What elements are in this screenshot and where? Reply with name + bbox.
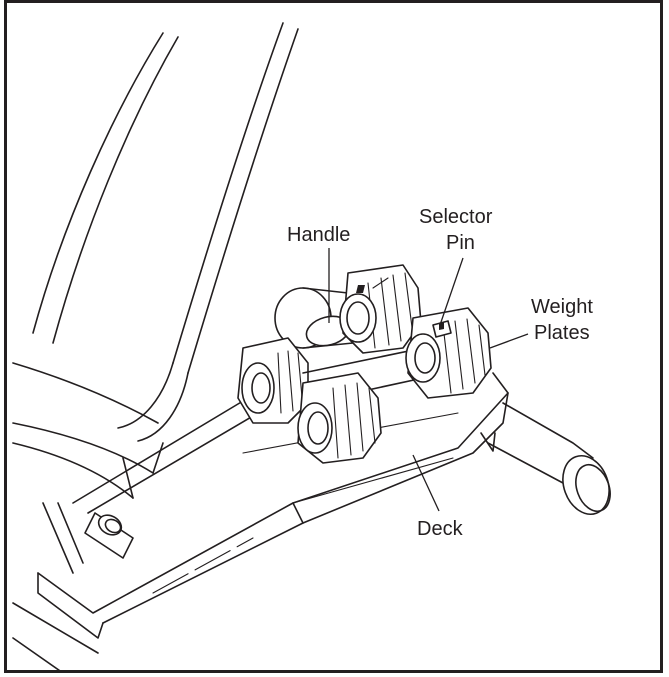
diagram-frame: Handle Selector Pin Weight Plates Deck	[4, 0, 663, 673]
label-selector-pin-line2: Pin	[446, 232, 475, 254]
deck-leader	[412, 454, 440, 512]
rear-leg	[487, 402, 611, 515]
adjustment-knob	[84, 512, 134, 559]
label-handle: Handle	[287, 224, 350, 246]
dumbbell-deck-illustration: Handle Selector Pin Weight Plates Deck	[12, 22, 611, 670]
selector-pin-leader	[439, 257, 464, 326]
rear-dumbbell	[274, 264, 422, 354]
upright-frame	[32, 22, 299, 442]
weight-plates-leader	[489, 333, 529, 349]
leader-lines	[328, 248, 529, 512]
label-deck: Deck	[417, 518, 464, 540]
bench-panel	[12, 362, 164, 499]
label-weight-plates-line1: Weight	[531, 296, 593, 318]
label-weight-plates-line2: Plates	[534, 322, 590, 344]
deck	[12, 372, 509, 670]
support-strut	[42, 397, 259, 574]
front-dumbbell	[237, 307, 492, 464]
label-selector-pin-line1: Selector	[419, 206, 493, 228]
